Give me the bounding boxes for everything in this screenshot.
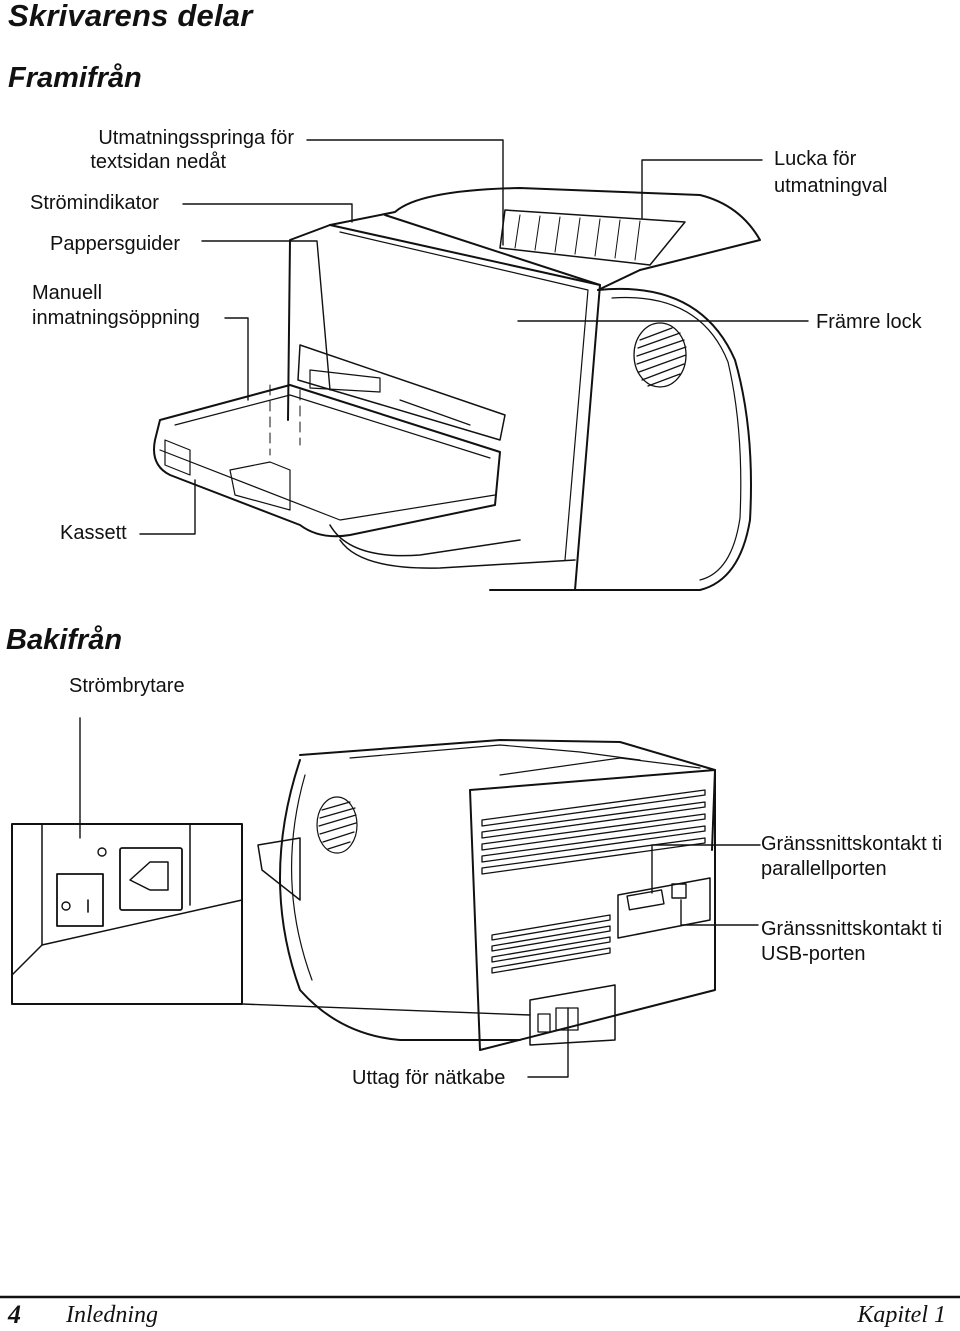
back-printer-drawing [257, 739, 716, 1051]
label-output-slot-line2: textsidan nedåt [90, 151, 226, 173]
leader-power-indicator [182, 203, 353, 223]
label-cassette: Kassett [60, 522, 127, 544]
label-output-door-line1: Lucka för [774, 148, 857, 170]
label-manual-feed-line1: Manuell [32, 282, 103, 304]
label-usb-line1: Gränssnittskontakt ti [761, 918, 943, 940]
footer-section: Inledning [66, 1302, 158, 1328]
leader-paper-guides [201, 240, 331, 391]
label-front-cover: Främre lock [816, 311, 922, 333]
label-power-indicator: Strömindikator [30, 192, 159, 214]
leader-output-door [641, 159, 763, 219]
leader-parallel [651, 844, 761, 894]
footer-chapter: Kapitel 1 [857, 1302, 946, 1328]
power-switch-inset [11, 823, 243, 1005]
label-manual-feed-line2: inmatningsöppning [32, 307, 200, 329]
label-paper-guides: Pappersguider [50, 233, 181, 255]
leader-manual-feed [224, 317, 249, 401]
label-power-switch: Strömbrytare [69, 675, 185, 697]
front-printer-drawing [153, 187, 761, 591]
label-parallel-line1: Gränssnittskontakt ti [761, 833, 943, 855]
leader-inset-bottom [241, 1003, 531, 1016]
label-parallel-line2: parallellporten [761, 858, 887, 880]
leader-output-slot [306, 139, 504, 246]
leader-cassette [139, 479, 196, 535]
label-output-slot-line1: Utmatningsspringa för [98, 127, 294, 149]
back-heading: Bakifrån [6, 624, 123, 656]
footer-page-number: 4 [8, 1300, 21, 1329]
label-usb-line2: USB-porten [761, 943, 866, 965]
front-heading: Framifrån [8, 62, 142, 94]
page-title: Skrivarens delar [8, 0, 253, 33]
label-output-door-line2: utmatningval [774, 175, 888, 197]
leader-usb [680, 899, 759, 926]
leader-power-socket [527, 1007, 569, 1078]
label-power-socket: Uttag för nätkabe [352, 1067, 506, 1089]
